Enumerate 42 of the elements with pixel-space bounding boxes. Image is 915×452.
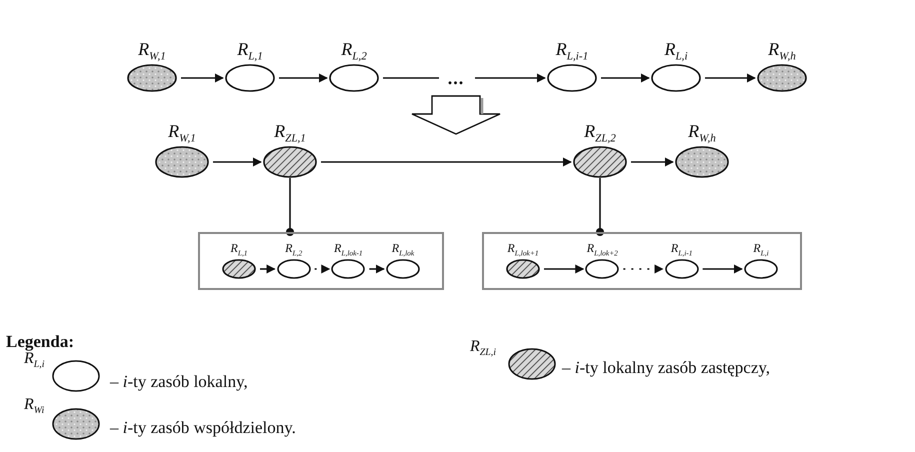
- group-frame: [482, 232, 802, 290]
- arrow: [623, 264, 664, 274]
- arrow: [544, 264, 584, 274]
- resource-label: R$_{L,lok+2}$: [586, 242, 618, 258]
- resource-label: R$_{W,1}$: [168, 122, 196, 145]
- ellipsis: ...: [441, 68, 471, 88]
- resource-label: R$_{ZL,2}$: [584, 122, 616, 145]
- legend-symbol-label: R$_{Wi}$: [24, 396, 44, 416]
- resource-label: R$_{L,lok+1}$: [507, 242, 539, 258]
- arrow: [279, 74, 328, 82]
- arrow: [181, 74, 224, 82]
- legend-symbol-label: R$_{L,i}$: [24, 350, 45, 370]
- resource-label: R$_{W,h}$: [768, 40, 796, 63]
- group-frame: [198, 232, 444, 290]
- arrow: [260, 264, 276, 274]
- arrow: [601, 74, 650, 82]
- arrow: [321, 158, 572, 166]
- arrow: [475, 74, 546, 82]
- legend-text: – i-ty zasób lokalny,: [110, 372, 248, 392]
- legend-symbol-label: R$_{ZL,i}$: [470, 338, 496, 358]
- resource-label: R$_{L,1}$: [237, 40, 263, 63]
- resource-label: R$_{L,i-1}$: [556, 40, 588, 63]
- arrow: [369, 264, 385, 274]
- resource-label: R$_{W,h}$: [688, 122, 716, 145]
- resource-label: R$_{L,i-1}$: [670, 242, 692, 258]
- legend-heading: Legenda:: [6, 332, 74, 352]
- legend-text: – i-ty lokalny zasób zastępczy,: [562, 358, 770, 378]
- resource-label: R$_{L,lok-1}$: [334, 242, 363, 258]
- resource-label: R$_{L,i}$: [753, 242, 769, 258]
- arrow: [705, 74, 756, 82]
- arrow: [314, 264, 330, 274]
- resource-label: R$_{L,2}$: [285, 242, 302, 258]
- resource-label: R$_{W,1}$: [138, 40, 166, 63]
- arrow: [213, 158, 262, 166]
- resource-label: R$_{L,2}$: [341, 40, 367, 63]
- arrow: [702, 264, 743, 274]
- arrow: [631, 158, 674, 166]
- resource-label: R$_{L,lok}$: [392, 242, 414, 258]
- resource-label: R$_{L,1}$: [230, 242, 248, 258]
- resource-label: R$_{L,i}$: [664, 40, 688, 63]
- resource-label: R$_{ZL,1}$: [274, 122, 306, 145]
- legend-text: – i-ty zasób współdzielony.: [110, 418, 296, 438]
